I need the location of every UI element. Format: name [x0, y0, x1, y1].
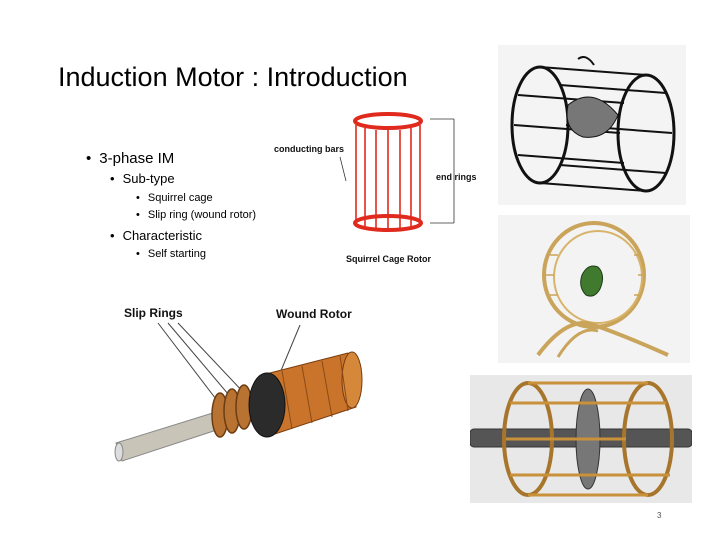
squirrel-cage-diagram: conducting bars end rings Squirrel Cage …: [270, 105, 485, 270]
squirrel-cage-caption: Squirrel Cage Rotor: [346, 254, 432, 264]
hamster-wheel-photo: [498, 215, 690, 363]
bullet-text: 3-phase IM: [99, 150, 174, 167]
bullet-3-phase-im: •3-phase IM: [86, 150, 174, 167]
bullet-text: Sub-type: [123, 171, 175, 186]
page-number: 3: [657, 511, 661, 520]
top-end-ring: [355, 114, 421, 128]
bullet-characteristic: •Characteristic: [110, 228, 202, 243]
slip-rings-label: Slip Rings: [124, 306, 183, 320]
bullet-subtype: •Sub-type: [110, 171, 175, 186]
conducting-bars-pointer: [340, 157, 346, 181]
conducting-bars-label: conducting bars: [274, 144, 344, 154]
slide-title: Induction Motor : Introduction: [58, 62, 408, 93]
end-rings-label: end rings: [436, 172, 477, 182]
bullet-text: Slip ring (wound rotor): [148, 209, 256, 221]
wound-rotor-label: Wound Rotor: [276, 307, 352, 321]
wound-rotor-photo: Slip Rings Wound Rotor: [112, 295, 370, 515]
end-rings-bracket: [430, 119, 454, 223]
bullet-slip-ring: •Slip ring (wound rotor): [136, 209, 256, 221]
hamster-wheel-sketch: [498, 45, 686, 205]
bullet-text: Characteristic: [123, 228, 202, 243]
cage-bars: [356, 125, 420, 228]
bullet-self-starting: •Self starting: [136, 248, 206, 260]
bullet-squirrel-cage: •Squirrel cage: [136, 192, 213, 204]
bullet-text: Squirrel cage: [148, 192, 213, 204]
bullet-text: Self starting: [148, 248, 206, 260]
cage-rotor-photo: [470, 375, 692, 503]
